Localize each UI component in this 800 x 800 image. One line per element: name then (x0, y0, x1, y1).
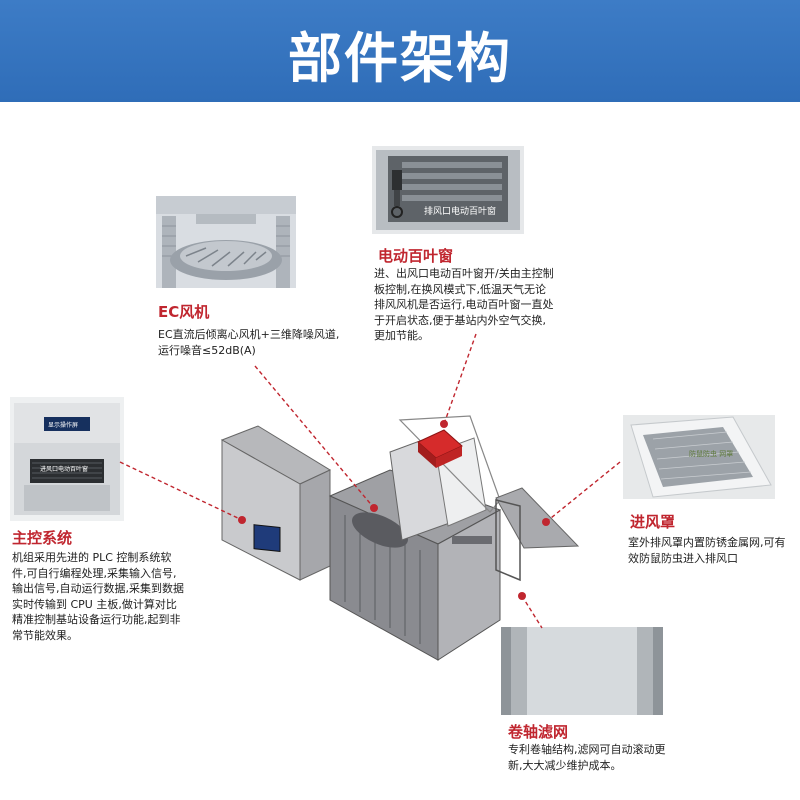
intake-hood-photo-label: 防鼠防虫 网罩 (689, 450, 734, 458)
controller-image (10, 397, 124, 521)
louver-photo: 排风口电动百叶窗 (372, 146, 524, 234)
louver-title: 电动百叶窗 (378, 247, 454, 265)
filter-panel-illustration (389, 415, 501, 541)
louver-photo-label: 排风口电动百叶窗 (424, 207, 497, 217)
louver-description: 进、出风口电动百叶窗开/关由主控制板控制,在换风模式下,低温天气无论排风风机是否… (374, 267, 554, 342)
intake-hood-illustration (495, 487, 580, 582)
intake-hood-photo: 防鼠防虫 网罩 (623, 415, 775, 499)
header-banner: 部件架构 (0, 0, 800, 102)
controller-description: 机组采用先进的 PLC 控制系统软件,可自行编程处理,采集输入信号,输出信号,自… (12, 551, 184, 642)
control-cabinet-illustration (220, 425, 332, 581)
controller-photo-label-mid: 进风口电动百叶窗 (40, 466, 89, 473)
ec-fan-title: EC风机 (158, 303, 210, 321)
controller-photo: 显示操作屏 进风口电动百叶窗 (10, 397, 124, 521)
controller-title: 主控系统 (12, 529, 73, 547)
intake-hood-title: 进风罩 (630, 513, 676, 531)
page-title: 部件架构 (288, 27, 512, 90)
filter-photo (501, 627, 663, 715)
louver-image (372, 146, 524, 234)
main-unit-illustration (328, 469, 502, 661)
intake-hood-image (623, 415, 775, 499)
intake-hood-description: 室外排风罩内置防锈金属网,可有效防鼠防虫进入排风口 (628, 536, 786, 565)
filter-image (501, 627, 663, 715)
filter-description: 专利卷轴结构,滤网可自动滚动更新,大大减少维护成本。 (508, 743, 666, 772)
filter-title: 卷轴滤网 (508, 723, 569, 741)
ec-fan-description: EC直流后倾离心风机+三维降噪风道,运行噪音≤52dB(A) (158, 328, 340, 357)
ec-fan-image (156, 196, 296, 288)
ec-fan-photo (156, 196, 296, 288)
louver-actuator-illustration (417, 429, 463, 468)
controller-photo-label-top: 显示操作屏 (48, 422, 79, 429)
